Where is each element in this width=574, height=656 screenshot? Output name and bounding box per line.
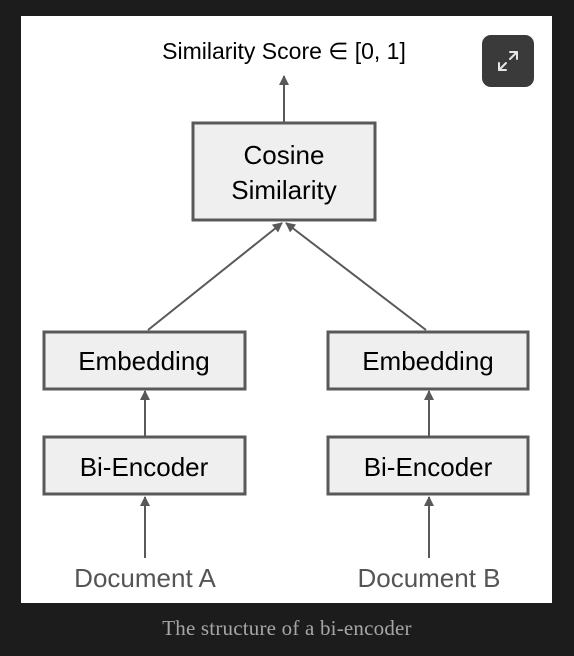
document-b-label: Document B: [357, 563, 500, 593]
bi-encoder-a-label: Bi-Encoder: [80, 452, 209, 482]
diagram-figure: Similarity Score ∈ [0, 1] Cosine Similar…: [21, 16, 552, 603]
bi-encoder-b-label: Bi-Encoder: [364, 452, 493, 482]
edge-embedding-a-to-similarity: [147, 222, 283, 331]
cosine-similarity-label-line1: Cosine: [244, 140, 325, 170]
embedding-b-node: Embedding: [326, 330, 530, 391]
expand-button[interactable]: [482, 35, 534, 87]
similarity-score-label: Similarity Score ∈ [0, 1]: [162, 38, 406, 64]
embedding-a-label: Embedding: [78, 346, 210, 376]
cosine-similarity-node: Cosine Similarity: [191, 121, 377, 222]
document-a-label: Document A: [74, 563, 216, 593]
embedding-a-node: Embedding: [42, 330, 247, 391]
expand-icon: [498, 51, 518, 71]
bi-encoder-diagram: Similarity Score ∈ [0, 1] Cosine Similar…: [42, 38, 530, 593]
cosine-similarity-label-line2: Similarity: [231, 175, 336, 205]
figure-caption: The structure of a bi-encoder: [162, 616, 412, 640]
embedding-b-label: Embedding: [362, 346, 494, 376]
bi-encoder-b-node: Bi-Encoder: [326, 435, 530, 496]
bi-encoder-a-node: Bi-Encoder: [42, 435, 247, 496]
edge-embedding-b-to-similarity: [285, 222, 427, 331]
